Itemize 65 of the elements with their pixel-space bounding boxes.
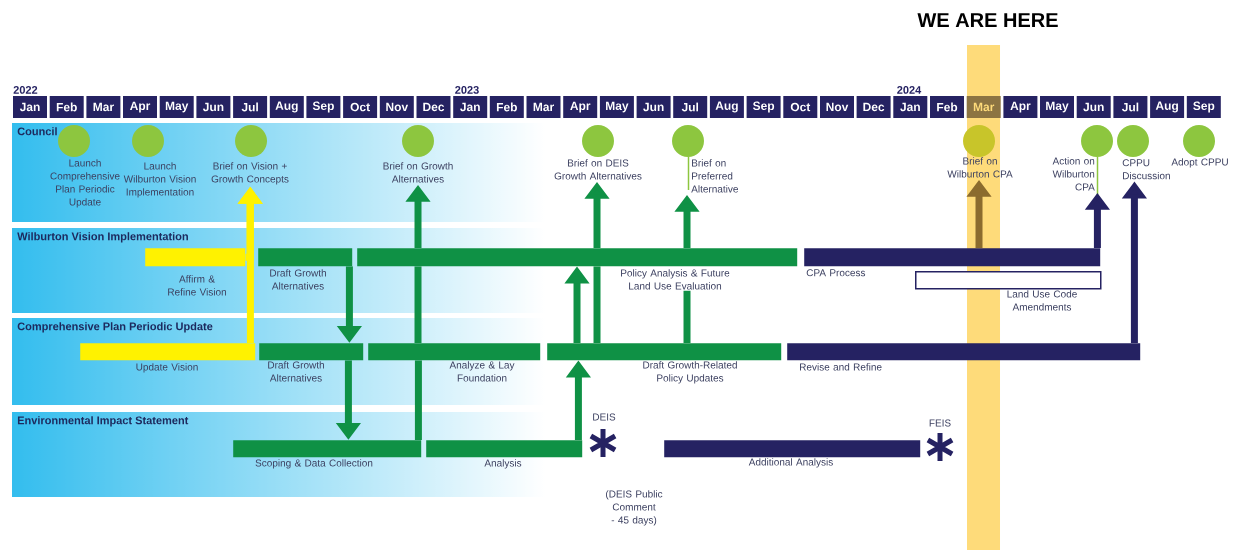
month-cell: Mar: [966, 96, 1001, 118]
month-cell: Dec: [416, 96, 451, 118]
milestone-label: Adopt CPPU: [1171, 158, 1228, 168]
milestone-label: Brief on Vision + Growth Concepts: [211, 162, 289, 185]
month-cell: May: [1040, 96, 1074, 118]
milestone-label: FEIS: [929, 419, 951, 427]
bar-label: Additional Analysis: [748, 458, 833, 468]
milestone-label: CPPU Discussion: [1122, 159, 1170, 180]
month-cell: Feb: [489, 96, 524, 118]
month-cell: Apr: [1003, 96, 1038, 118]
month-cell: Jul: [1113, 96, 1148, 118]
milestone-label: Brief on Growth Alternatives: [383, 162, 453, 183]
month-cell: Feb: [49, 96, 84, 118]
callout-heading: WE ARE HERE: [917, 13, 1058, 27]
month-cell: Jul: [673, 96, 708, 118]
bar-label: Analysis: [484, 459, 522, 469]
month-cell: Aug: [1150, 96, 1185, 118]
month-cell: Nov: [820, 96, 854, 118]
month-cell: Aug: [709, 96, 744, 118]
milestone-label: Brief on DEIS Growth Alternatives: [554, 159, 642, 180]
milestone-label: Action on Wilburton CPA: [1052, 157, 1095, 191]
month-cell: Nov: [379, 96, 414, 118]
month-cell: Dec: [856, 96, 891, 118]
year-label: 2022: [13, 86, 38, 94]
milestone-label: Brief on Preferred Alternative: [691, 159, 738, 193]
month-cell: Jun: [1076, 96, 1111, 118]
lane-heading: Wilburton Vision Implementation: [17, 232, 188, 243]
month-cell: May: [599, 96, 634, 118]
month-cell: Jan: [893, 96, 928, 118]
month-cell: Apr: [563, 96, 598, 118]
month-cell: Oct: [343, 96, 378, 118]
month-cell: Jun: [196, 96, 231, 118]
month-cell: Mar: [526, 96, 561, 118]
bar-label: Draft Growth Alternatives: [270, 269, 326, 290]
milestone-label: Launch Comprehensive Plan Periodic Update: [50, 159, 120, 208]
month-cell: Sep: [746, 96, 781, 118]
lane-heading: Comprehensive Plan Periodic Update: [17, 322, 213, 333]
bar-label: Policy Analysis & Future Land Use Evaluation: [621, 269, 730, 290]
bar-label: Affirm & Refine Vision: [168, 275, 226, 296]
month-cell: Feb: [930, 96, 964, 118]
year-label: 2023: [455, 86, 479, 94]
month-cell: Sep: [306, 96, 341, 118]
milestone-label: DEIS: [593, 413, 616, 421]
month-cell: Oct: [783, 96, 818, 118]
year-label: 2024: [897, 86, 922, 94]
bar-label: CPA Process: [806, 269, 866, 277]
bar-label: Update Vision: [136, 363, 198, 373]
bar-label: Scoping & Data Collection: [255, 459, 373, 469]
month-cell: Jan: [453, 96, 488, 118]
month-cell: Jun: [636, 96, 671, 118]
month-cell: Apr: [123, 96, 157, 118]
bar-label: Land Use Code Amendments: [1007, 290, 1077, 311]
bar-label: Draft Growth-Related Policy Updates: [643, 361, 737, 384]
month-cell: Mar: [86, 96, 121, 118]
month-cell: May: [159, 96, 194, 118]
milestone-label: Launch Wilburton Vision Implementation: [123, 162, 196, 198]
lane-heading: Environmental Impact Statement: [17, 416, 189, 427]
bar-label: Draft Growth Alternatives: [268, 361, 324, 382]
bar-label: Revise and Refine: [800, 363, 882, 371]
month-cell: Aug: [269, 96, 304, 118]
month-cell: Jan: [13, 96, 47, 118]
note: (DEIS Public Comment - 45 days): [606, 490, 663, 526]
bar-label: Analyze & Lay Foundation: [449, 361, 515, 382]
month-cell: Sep: [1186, 96, 1221, 118]
month-cell: Jul: [233, 96, 268, 118]
